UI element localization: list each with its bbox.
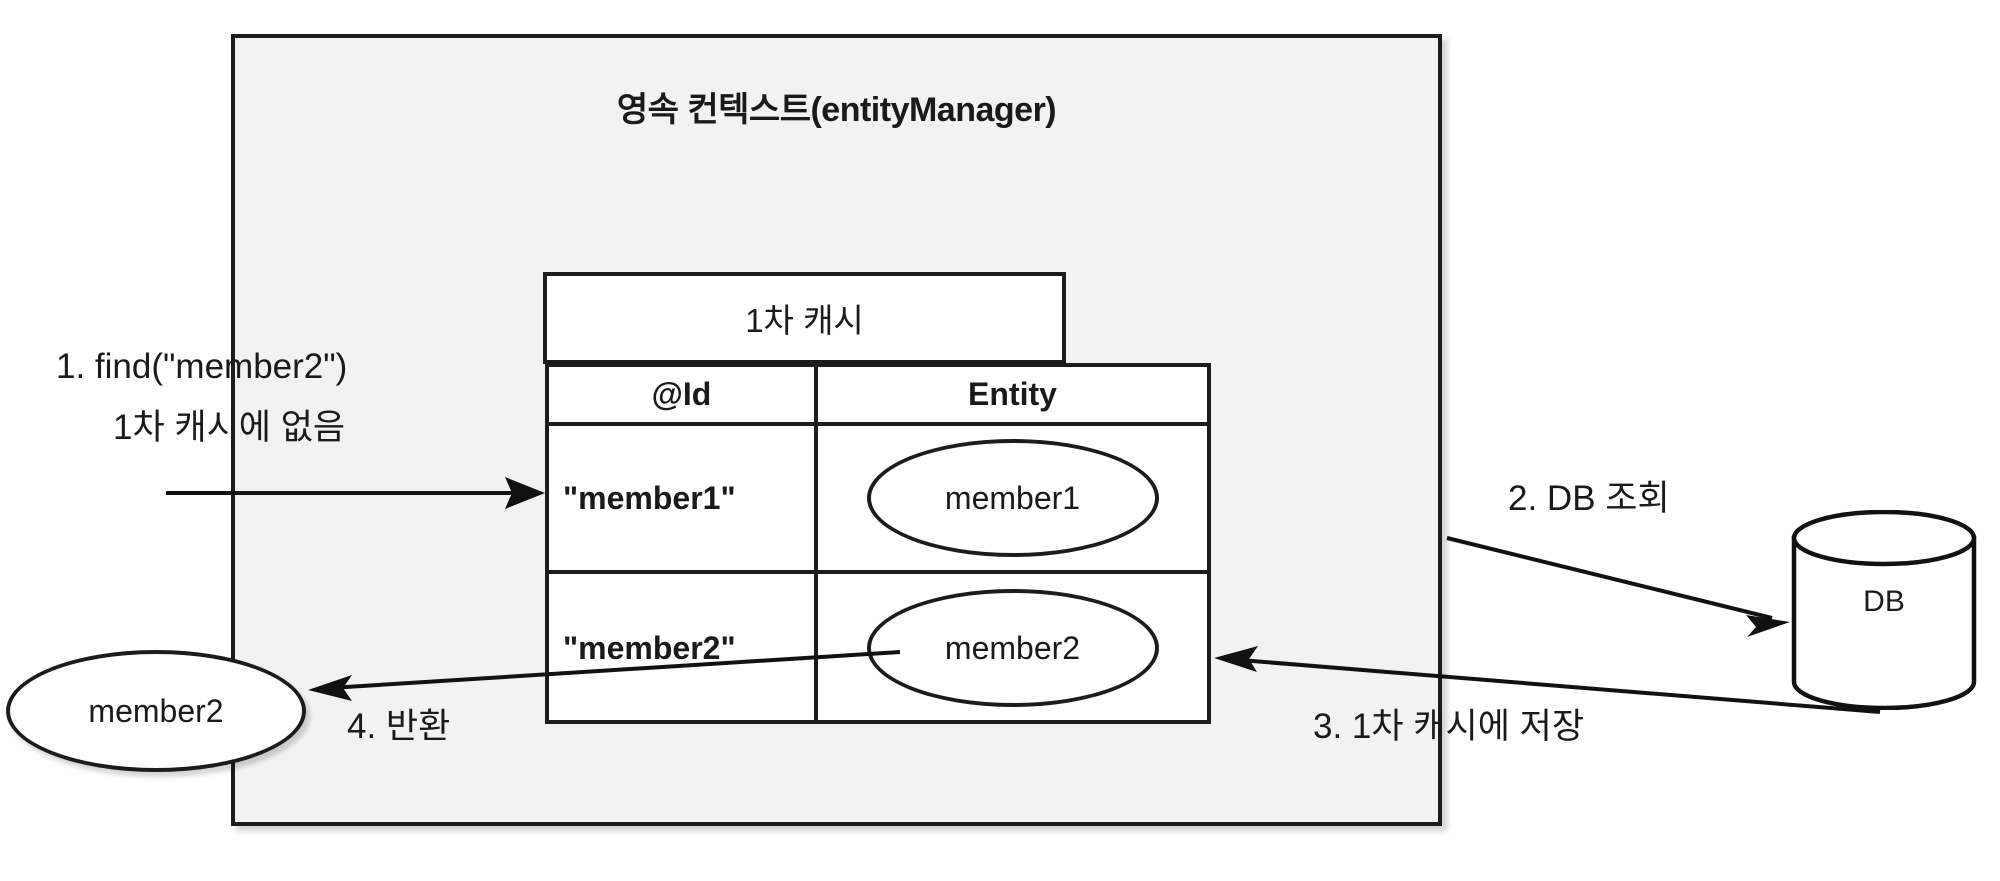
arrow-db-query bbox=[1446, 536, 1790, 637]
database-label: DB bbox=[1863, 585, 1905, 618]
returned-entity-ellipse: member2 bbox=[6, 650, 306, 772]
first-level-cache-label: 1차 캐시 bbox=[745, 302, 864, 339]
step-1-label-line1: 1. find("member2") bbox=[56, 347, 348, 386]
cell-entity-member2: member2 bbox=[818, 574, 1207, 722]
cell-id-member1: "member1" bbox=[549, 426, 818, 570]
step-4-label: 4. 반환 bbox=[347, 707, 451, 746]
first-level-cache-table: @Id Entity "member1" member1 "member2" m… bbox=[545, 363, 1211, 724]
entity-ellipse-member2: member2 bbox=[866, 589, 1159, 707]
column-header-id: @Id bbox=[549, 367, 818, 422]
cell-entity-member1: member1 bbox=[818, 426, 1207, 570]
step-3-label: 3. 1차 캐시에 저장 bbox=[1313, 707, 1585, 746]
persistence-context-title: 영속 컨텍스트(entityManager) bbox=[616, 91, 1057, 129]
table-row: "member2" member2 bbox=[549, 574, 1207, 722]
column-header-entity: Entity bbox=[968, 376, 1057, 412]
first-level-cache-label-box: 1차 캐시 bbox=[543, 272, 1066, 364]
cell-id-member2: "member2" bbox=[549, 574, 818, 722]
step-1-label-line2: 1차 캐시에 없음 bbox=[113, 408, 346, 447]
table-row: "member1" member1 bbox=[549, 426, 1207, 574]
step-2-label: 2. DB 조회 bbox=[1508, 479, 1670, 518]
entity-ellipse-member1: member1 bbox=[866, 439, 1159, 557]
table-header-row: @Id Entity bbox=[549, 367, 1207, 426]
